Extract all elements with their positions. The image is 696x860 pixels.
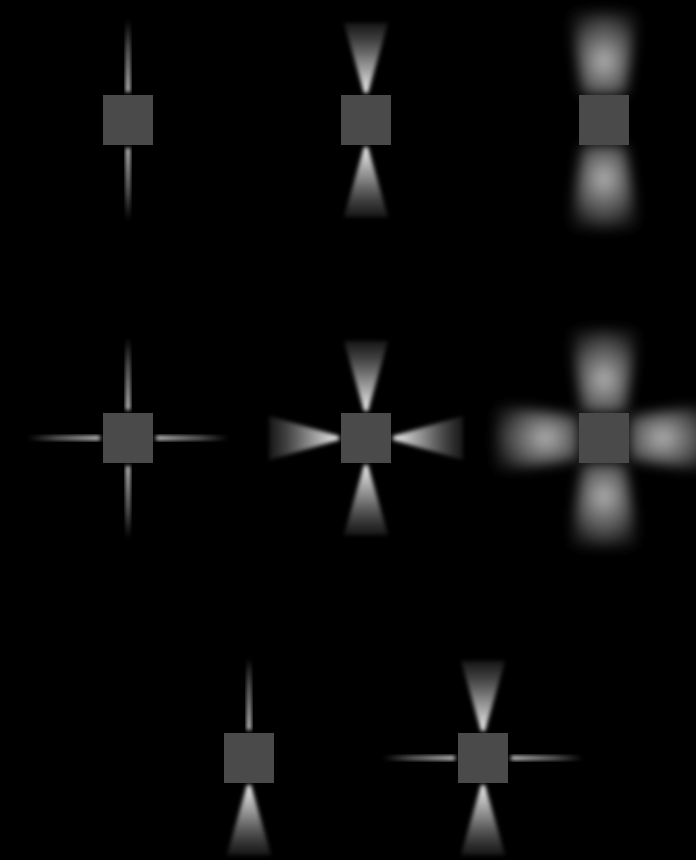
beam-shape [570,463,638,547]
beam-right-narrow [156,436,228,440]
fixtures-layer [28,11,696,855]
beam-shape [126,148,130,220]
beam-down-wide [570,463,638,547]
beam-shape [344,147,388,217]
beam-up-medium [344,341,388,411]
light-fixture [269,341,463,535]
beam-up-medium [461,661,505,731]
beam-down-narrow [126,148,130,220]
beam-right-medium [393,416,463,460]
beam-up-narrow [247,658,251,730]
fixture-square [579,95,629,145]
fixture-square [458,733,508,783]
beam-up-wide [570,329,638,413]
beam-shape [393,416,463,460]
beam-shape [269,416,339,460]
beam-shape [511,756,583,760]
beam-shape [344,23,388,93]
beam-shape [570,329,638,413]
fixture-square [341,95,391,145]
beam-up-narrow [126,338,130,410]
beam-left-narrow [383,756,455,760]
beam-up-medium [344,23,388,93]
beam-down-narrow [126,466,130,538]
beam-shape [344,341,388,411]
light-fixture [341,23,391,217]
light-fixture [495,329,696,547]
fixture-square [103,413,153,463]
light-fixture [224,658,274,855]
beam-left-wide [495,404,579,472]
fixture-square [103,95,153,145]
light-fixture [28,338,228,538]
beam-up-wide [570,11,638,95]
fixture-square [579,413,629,463]
beam-shape [126,20,130,92]
beam-shape [461,661,505,731]
beam-right-narrow [511,756,583,760]
beam-down-wide [570,145,638,229]
beam-shape [28,436,100,440]
beam-down-medium [344,465,388,535]
light-fixture [103,20,153,220]
beam-up-narrow [126,20,130,92]
fixture-square [341,413,391,463]
beam-shape [247,658,251,730]
light-fixture [570,11,638,229]
beam-shape [629,404,696,472]
beam-shape [227,785,271,855]
beam-shape [126,466,130,538]
beam-shape [461,785,505,855]
beam-shape [344,465,388,535]
beam-shape [495,404,579,472]
fixture-square [224,733,274,783]
light-fixture [383,661,583,855]
beam-left-narrow [28,436,100,440]
beam-shape [156,436,228,440]
beam-shape [570,11,638,95]
beam-down-medium [344,147,388,217]
beam-left-medium [269,416,339,460]
beam-right-wide [629,404,696,472]
beam-shape [126,338,130,410]
beam-shape [383,756,455,760]
beam-shape [570,145,638,229]
beam-down-medium [461,785,505,855]
beam-down-medium [227,785,271,855]
